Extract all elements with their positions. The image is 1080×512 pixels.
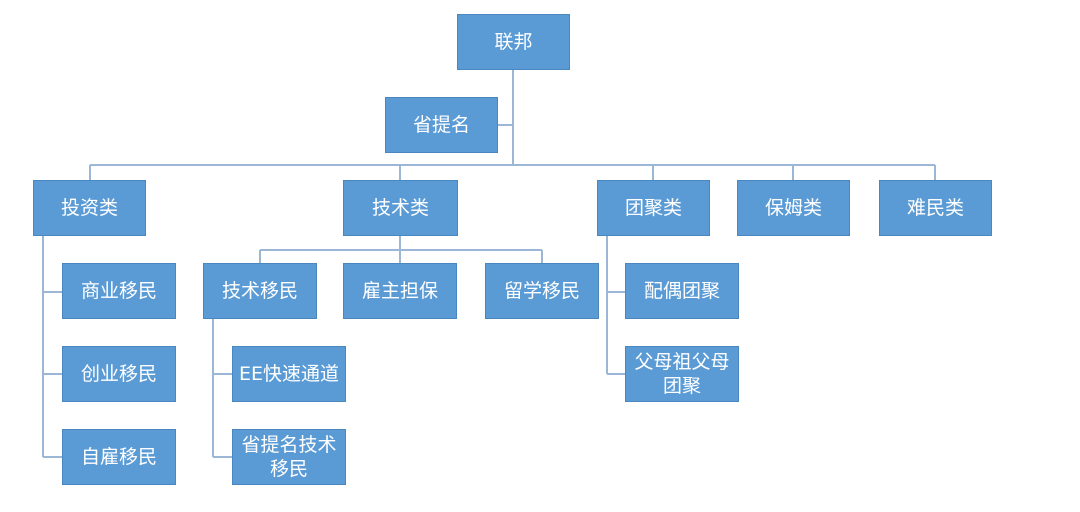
node-refugee: 难民类: [879, 180, 992, 236]
node-study-immigration: 留学移民: [485, 263, 599, 319]
node-business-immigration: 商业移民: [62, 263, 176, 319]
node-skilled-immigration: 技术移民: [203, 263, 317, 319]
node-self-employed-immigration: 自雇移民: [62, 429, 176, 485]
node-spousal-sponsorship: 配偶团聚: [625, 263, 739, 319]
node-provincial-nomination: 省提名: [385, 97, 498, 153]
node-tech: 技术类: [343, 180, 458, 236]
node-federal: 联邦: [457, 14, 570, 70]
node-provincial-skilled: 省提名技术 移民: [232, 429, 346, 485]
node-employer-sponsorship: 雇主担保: [343, 263, 457, 319]
node-caregiver: 保姆类: [737, 180, 850, 236]
node-parent-grandparent: 父母祖父母 团聚: [625, 346, 739, 402]
node-startup-immigration: 创业移民: [62, 346, 176, 402]
node-investment: 投资类: [33, 180, 146, 236]
node-family: 团聚类: [597, 180, 710, 236]
node-express-entry: EE快速通道: [232, 346, 346, 402]
